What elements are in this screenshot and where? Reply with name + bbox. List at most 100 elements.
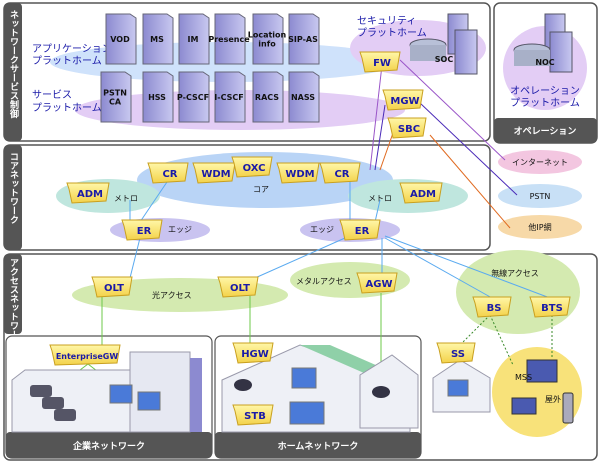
- app-server-icon: IM: [178, 13, 210, 65]
- section-label-operation: オペレーション: [514, 126, 577, 137]
- cr1-label: CR: [162, 169, 177, 180]
- server-label: PSTN: [103, 89, 127, 98]
- tablet-icon: [526, 359, 558, 383]
- bts-device: BTS: [529, 296, 571, 318]
- olt2-device: OLT: [217, 276, 259, 298]
- optical-access-label: 光アクセス: [152, 290, 192, 300]
- agw-device: AGW: [356, 272, 398, 294]
- section-label-home: ホームネットワーク: [278, 441, 359, 452]
- server-label: Location: [248, 31, 287, 40]
- outdoor-label: 屋外: [545, 394, 561, 404]
- section-label-core: コアネットワーク: [8, 152, 19, 224]
- service-platform-label: プラットホーム: [32, 102, 102, 114]
- telephone-icon: [372, 386, 390, 398]
- mss-label: MSS: [515, 373, 532, 382]
- tv-icon: [289, 401, 325, 425]
- mobile-terminals-icon: [511, 359, 574, 424]
- er1-device: ER: [121, 219, 163, 241]
- service-server-icon: HSS: [142, 71, 174, 123]
- operation-platform-label: プラットホーム: [510, 97, 580, 109]
- wdm2-label: WDM: [285, 169, 314, 180]
- er2-label: ER: [355, 226, 370, 237]
- pc-icon: [109, 384, 161, 411]
- server-label: RACS: [255, 93, 279, 102]
- cr1-device: CR: [147, 162, 189, 184]
- security-platform-label: プラットホーム: [357, 27, 427, 39]
- server-label: info: [258, 40, 276, 49]
- metro-label: メトロ: [368, 194, 392, 203]
- service-server-icon: I-CSCF: [214, 71, 246, 123]
- pc-icon: [291, 367, 317, 389]
- adm1-device: ADM: [66, 182, 110, 204]
- mgw-label: MGW: [390, 96, 419, 107]
- noc-label: NOC: [535, 58, 554, 67]
- server-label: MS: [150, 35, 164, 44]
- wireless-access-label: 無線アクセス: [491, 268, 539, 278]
- pc-icon: [447, 379, 469, 397]
- agw-label: AGW: [366, 279, 393, 290]
- noc-server-icon: NOC: [513, 13, 573, 73]
- mobile-phone-icon: [562, 392, 574, 424]
- hgw-device: HGW: [232, 342, 274, 364]
- edge-label: エッジ: [310, 225, 334, 234]
- service-platform-label: サービス: [32, 89, 72, 101]
- server-label: NASS: [291, 93, 315, 102]
- internet-cloud: [498, 150, 582, 174]
- adm2-device: ADM: [399, 182, 443, 204]
- er2-device: ER: [339, 219, 381, 241]
- app-platform-label: プラットホーム: [32, 55, 102, 67]
- bs-device: BS: [472, 296, 512, 318]
- laptop-icon: [511, 397, 537, 415]
- ss-label: SS: [451, 349, 465, 360]
- service-server-icon: P-CSCF: [177, 71, 210, 123]
- oxc-device: OXC: [231, 156, 273, 178]
- pstn-label: PSTN: [530, 192, 551, 201]
- edge-label: エッジ: [168, 225, 192, 234]
- pstn-cloud: [498, 184, 582, 208]
- hgw-label: HGW: [241, 349, 269, 360]
- server-label: VOD: [110, 35, 130, 44]
- app-server-icon: Presence: [208, 13, 250, 65]
- sbc-label: SBC: [398, 124, 420, 135]
- ss-house-icon: [432, 359, 491, 413]
- server-label: CA: [109, 98, 122, 107]
- app-server-icon: SIP-AS: [288, 13, 320, 65]
- soc-server-icon: SOC: [409, 13, 478, 75]
- olt1-device: OLT: [91, 276, 133, 298]
- adm2-label: ADM: [410, 189, 436, 200]
- metro-label: メトロ: [114, 194, 138, 203]
- olt2-label: OLT: [230, 283, 250, 294]
- stb-label: STB: [244, 411, 266, 422]
- internet-label: インターネット: [512, 158, 568, 167]
- phones-icon: [30, 385, 76, 421]
- server-label: I-CSCF: [214, 93, 243, 102]
- egw-device: EnterpriseGW: [49, 344, 121, 366]
- app-server-icon: VOD: [105, 13, 137, 65]
- sbc-device: SBC: [387, 117, 427, 139]
- wireless-access-area: [456, 250, 580, 334]
- server-label: IM: [188, 35, 199, 44]
- bts-label: BTS: [541, 303, 563, 314]
- wdm1-label: WDM: [201, 169, 230, 180]
- server-label: SIP-AS: [288, 35, 318, 44]
- server-label: HSS: [148, 93, 166, 102]
- fw-device: FW: [359, 51, 401, 73]
- olt1-label: OLT: [104, 283, 124, 294]
- oxc-label: OXC: [243, 163, 266, 174]
- wdm2-device: WDM: [276, 162, 320, 184]
- server-label: Presence: [208, 35, 250, 44]
- other-ip-label: 他IP網: [528, 222, 551, 232]
- service-server-icon: RACS: [252, 71, 284, 123]
- service-server-icon: NASS: [288, 71, 320, 123]
- adm1-label: ADM: [77, 189, 103, 200]
- bs-label: BS: [487, 303, 502, 314]
- app-platform-label: アプリケーション: [32, 43, 112, 55]
- cr2-label: CR: [334, 169, 349, 180]
- fw-label: FW: [373, 58, 391, 69]
- cr2-device: CR: [319, 162, 361, 184]
- er1-label: ER: [137, 226, 152, 237]
- egw-label: EnterpriseGW: [56, 352, 119, 361]
